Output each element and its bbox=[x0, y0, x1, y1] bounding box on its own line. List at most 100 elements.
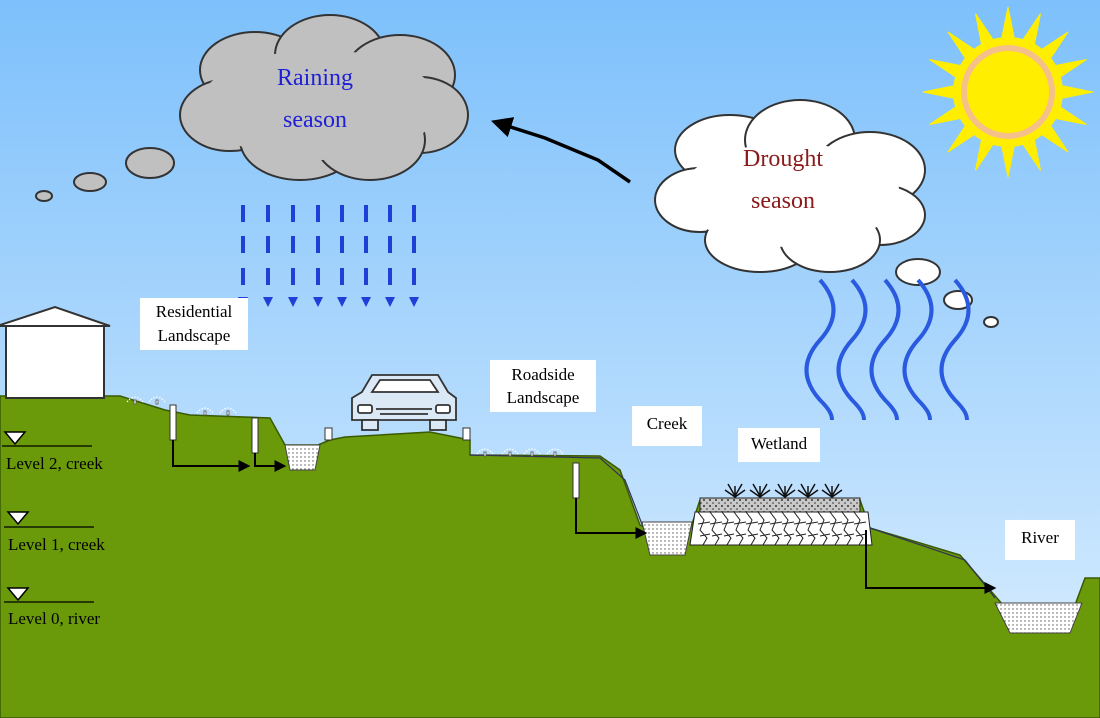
river-pond bbox=[994, 602, 1083, 634]
sprinkler-head bbox=[133, 399, 137, 405]
evaporation-wave bbox=[804, 278, 836, 421]
rock-line bbox=[781, 511, 792, 546]
level-1-marker: Level 1, creek bbox=[4, 511, 105, 554]
rock-line bbox=[829, 521, 843, 537]
rock-line bbox=[697, 521, 711, 537]
drought-season-cloud: Drought season bbox=[654, 99, 999, 328]
sprinkler-head bbox=[226, 410, 230, 416]
rock-line bbox=[709, 511, 720, 546]
thought-bubble bbox=[895, 258, 941, 286]
residential-pond bbox=[284, 444, 321, 471]
wetland-label: Wetland bbox=[738, 428, 820, 462]
rain-drop-head bbox=[288, 297, 298, 307]
svg-text:Creek: Creek bbox=[647, 414, 688, 433]
rock-line bbox=[793, 511, 804, 546]
rock-line bbox=[793, 521, 807, 537]
sprinkler-spray bbox=[219, 407, 237, 414]
rock-line bbox=[697, 511, 708, 546]
sprinkler-spray bbox=[523, 448, 541, 455]
rock-line bbox=[829, 511, 840, 546]
sprinkler-spray bbox=[546, 448, 564, 455]
evaporation-wave bbox=[836, 278, 868, 421]
sprinkler-icon bbox=[126, 396, 564, 457]
sprinkler-spray bbox=[501, 448, 519, 455]
svg-text:Landscape: Landscape bbox=[158, 326, 231, 345]
rain-drop-head bbox=[313, 297, 323, 307]
rock-line bbox=[733, 521, 747, 537]
plant-icon bbox=[749, 483, 771, 498]
evaporation-lines bbox=[804, 278, 971, 421]
raining-season-cloud: Raining season bbox=[35, 14, 469, 202]
plant-icon bbox=[724, 483, 746, 498]
rock-line bbox=[721, 521, 735, 537]
level-2-marker: Level 2, creek bbox=[2, 431, 103, 473]
sprinkler-spray bbox=[196, 407, 214, 414]
arrow-icon bbox=[490, 117, 631, 184]
rock-line bbox=[841, 521, 855, 537]
creek-pond bbox=[641, 521, 693, 556]
rock-line bbox=[757, 511, 768, 546]
rock-line bbox=[721, 511, 732, 546]
evaporation-wave bbox=[939, 278, 971, 421]
sprinkler-head bbox=[203, 410, 207, 416]
rock-line bbox=[853, 521, 867, 537]
sprinkler-head bbox=[530, 451, 534, 457]
rock-line bbox=[769, 511, 780, 546]
sprinkler-head bbox=[553, 451, 557, 457]
evaporation-wave bbox=[869, 278, 901, 421]
rock-line bbox=[817, 521, 831, 537]
thought-bubble bbox=[35, 190, 53, 202]
house-icon bbox=[0, 305, 111, 399]
subsurface-flow-arrows bbox=[172, 440, 997, 594]
raining-cloud-line1: Raining bbox=[277, 65, 353, 91]
river-label: River bbox=[1005, 520, 1075, 560]
car-icon bbox=[351, 374, 457, 431]
plant-icon bbox=[797, 483, 819, 498]
sprinkler-head bbox=[508, 451, 512, 457]
ground-terrain bbox=[0, 395, 1100, 718]
svg-text:Residential: Residential bbox=[156, 302, 233, 321]
thought-bubble bbox=[125, 147, 175, 179]
rock-line bbox=[781, 521, 795, 537]
thought-bubble bbox=[73, 172, 107, 192]
rock-line bbox=[709, 521, 723, 537]
rock-line bbox=[745, 511, 756, 546]
rock-line bbox=[817, 511, 828, 546]
sprinkler-spray bbox=[148, 396, 166, 403]
level-0-label: Level 0, river bbox=[8, 609, 100, 628]
sprinkler-spray bbox=[476, 448, 494, 455]
rock-line bbox=[769, 521, 783, 537]
wetland-bed bbox=[689, 483, 873, 546]
rock-line bbox=[733, 511, 744, 546]
rain-drop-head bbox=[409, 297, 419, 307]
creek-label: Creek bbox=[632, 406, 702, 446]
rain-drop-head bbox=[361, 297, 371, 307]
water-level-markers: Level 2, creek Level 1, creek Level 0, r… bbox=[2, 431, 105, 628]
svg-text:Landscape: Landscape bbox=[507, 388, 580, 407]
rock-line bbox=[805, 521, 819, 537]
sprinkler-head bbox=[155, 399, 159, 405]
svg-text:River: River bbox=[1021, 528, 1059, 547]
sprinkler-head bbox=[483, 451, 487, 457]
rain-drop-head bbox=[263, 297, 273, 307]
rain-drops bbox=[238, 205, 419, 307]
drain-posts bbox=[169, 404, 580, 499]
thought-bubble bbox=[983, 316, 999, 328]
roadside-landscape-label: Roadside Landscape bbox=[490, 360, 596, 412]
sprinkler-spray bbox=[126, 396, 144, 403]
rock-line bbox=[805, 511, 816, 546]
evaporation-wave bbox=[902, 278, 934, 421]
sun-icon bbox=[922, 6, 1094, 178]
svg-text:Roadside: Roadside bbox=[511, 365, 574, 384]
rock-line bbox=[853, 511, 864, 546]
level-1-label: Level 1, creek bbox=[8, 535, 105, 554]
svg-text:Wetland: Wetland bbox=[751, 434, 808, 453]
raining-cloud-line2: season bbox=[283, 107, 347, 133]
plant-icon bbox=[821, 483, 843, 498]
rock-line bbox=[841, 511, 852, 546]
level-2-label: Level 2, creek bbox=[6, 454, 103, 473]
plant-icon bbox=[774, 483, 796, 498]
rain-drop-head bbox=[337, 297, 347, 307]
drought-cloud-line1: Drought bbox=[743, 146, 823, 172]
